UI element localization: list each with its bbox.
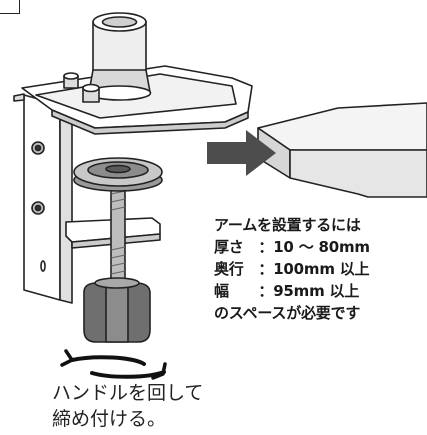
knob-right [82, 83, 100, 103]
spec-width: 幅 ：95mm 以上 [214, 282, 360, 300]
arrow-right-icon [207, 130, 276, 176]
mount-pole [87, 12, 152, 101]
spec-thickness: 厚さ ：10 ～ 80mm [214, 238, 370, 256]
installation-spec: アームを設置するには 厚さ ：10 ～ 80mm 奥行 ：100mm 以上 幅 … [214, 214, 427, 324]
knob-left [63, 72, 79, 89]
desk-board [257, 102, 427, 198]
clamp-body [23, 94, 73, 304]
spec-heading: アームを設置するには [214, 216, 361, 234]
handle-knob [83, 277, 151, 343]
rotate-icon [60, 349, 167, 380]
spec-footer: のスペースが必要です [214, 304, 361, 322]
handle-caption: ハンドルを回して 締め付ける。 [52, 380, 212, 432]
caption-line-1: ハンドルを回して [52, 382, 204, 404]
page-corner-mark [0, 0, 20, 14]
spec-depth: 奥行 ：100mm 以上 [214, 260, 370, 278]
caption-line-2: 締め付ける。 [52, 408, 167, 430]
pressure-pad [73, 157, 163, 192]
